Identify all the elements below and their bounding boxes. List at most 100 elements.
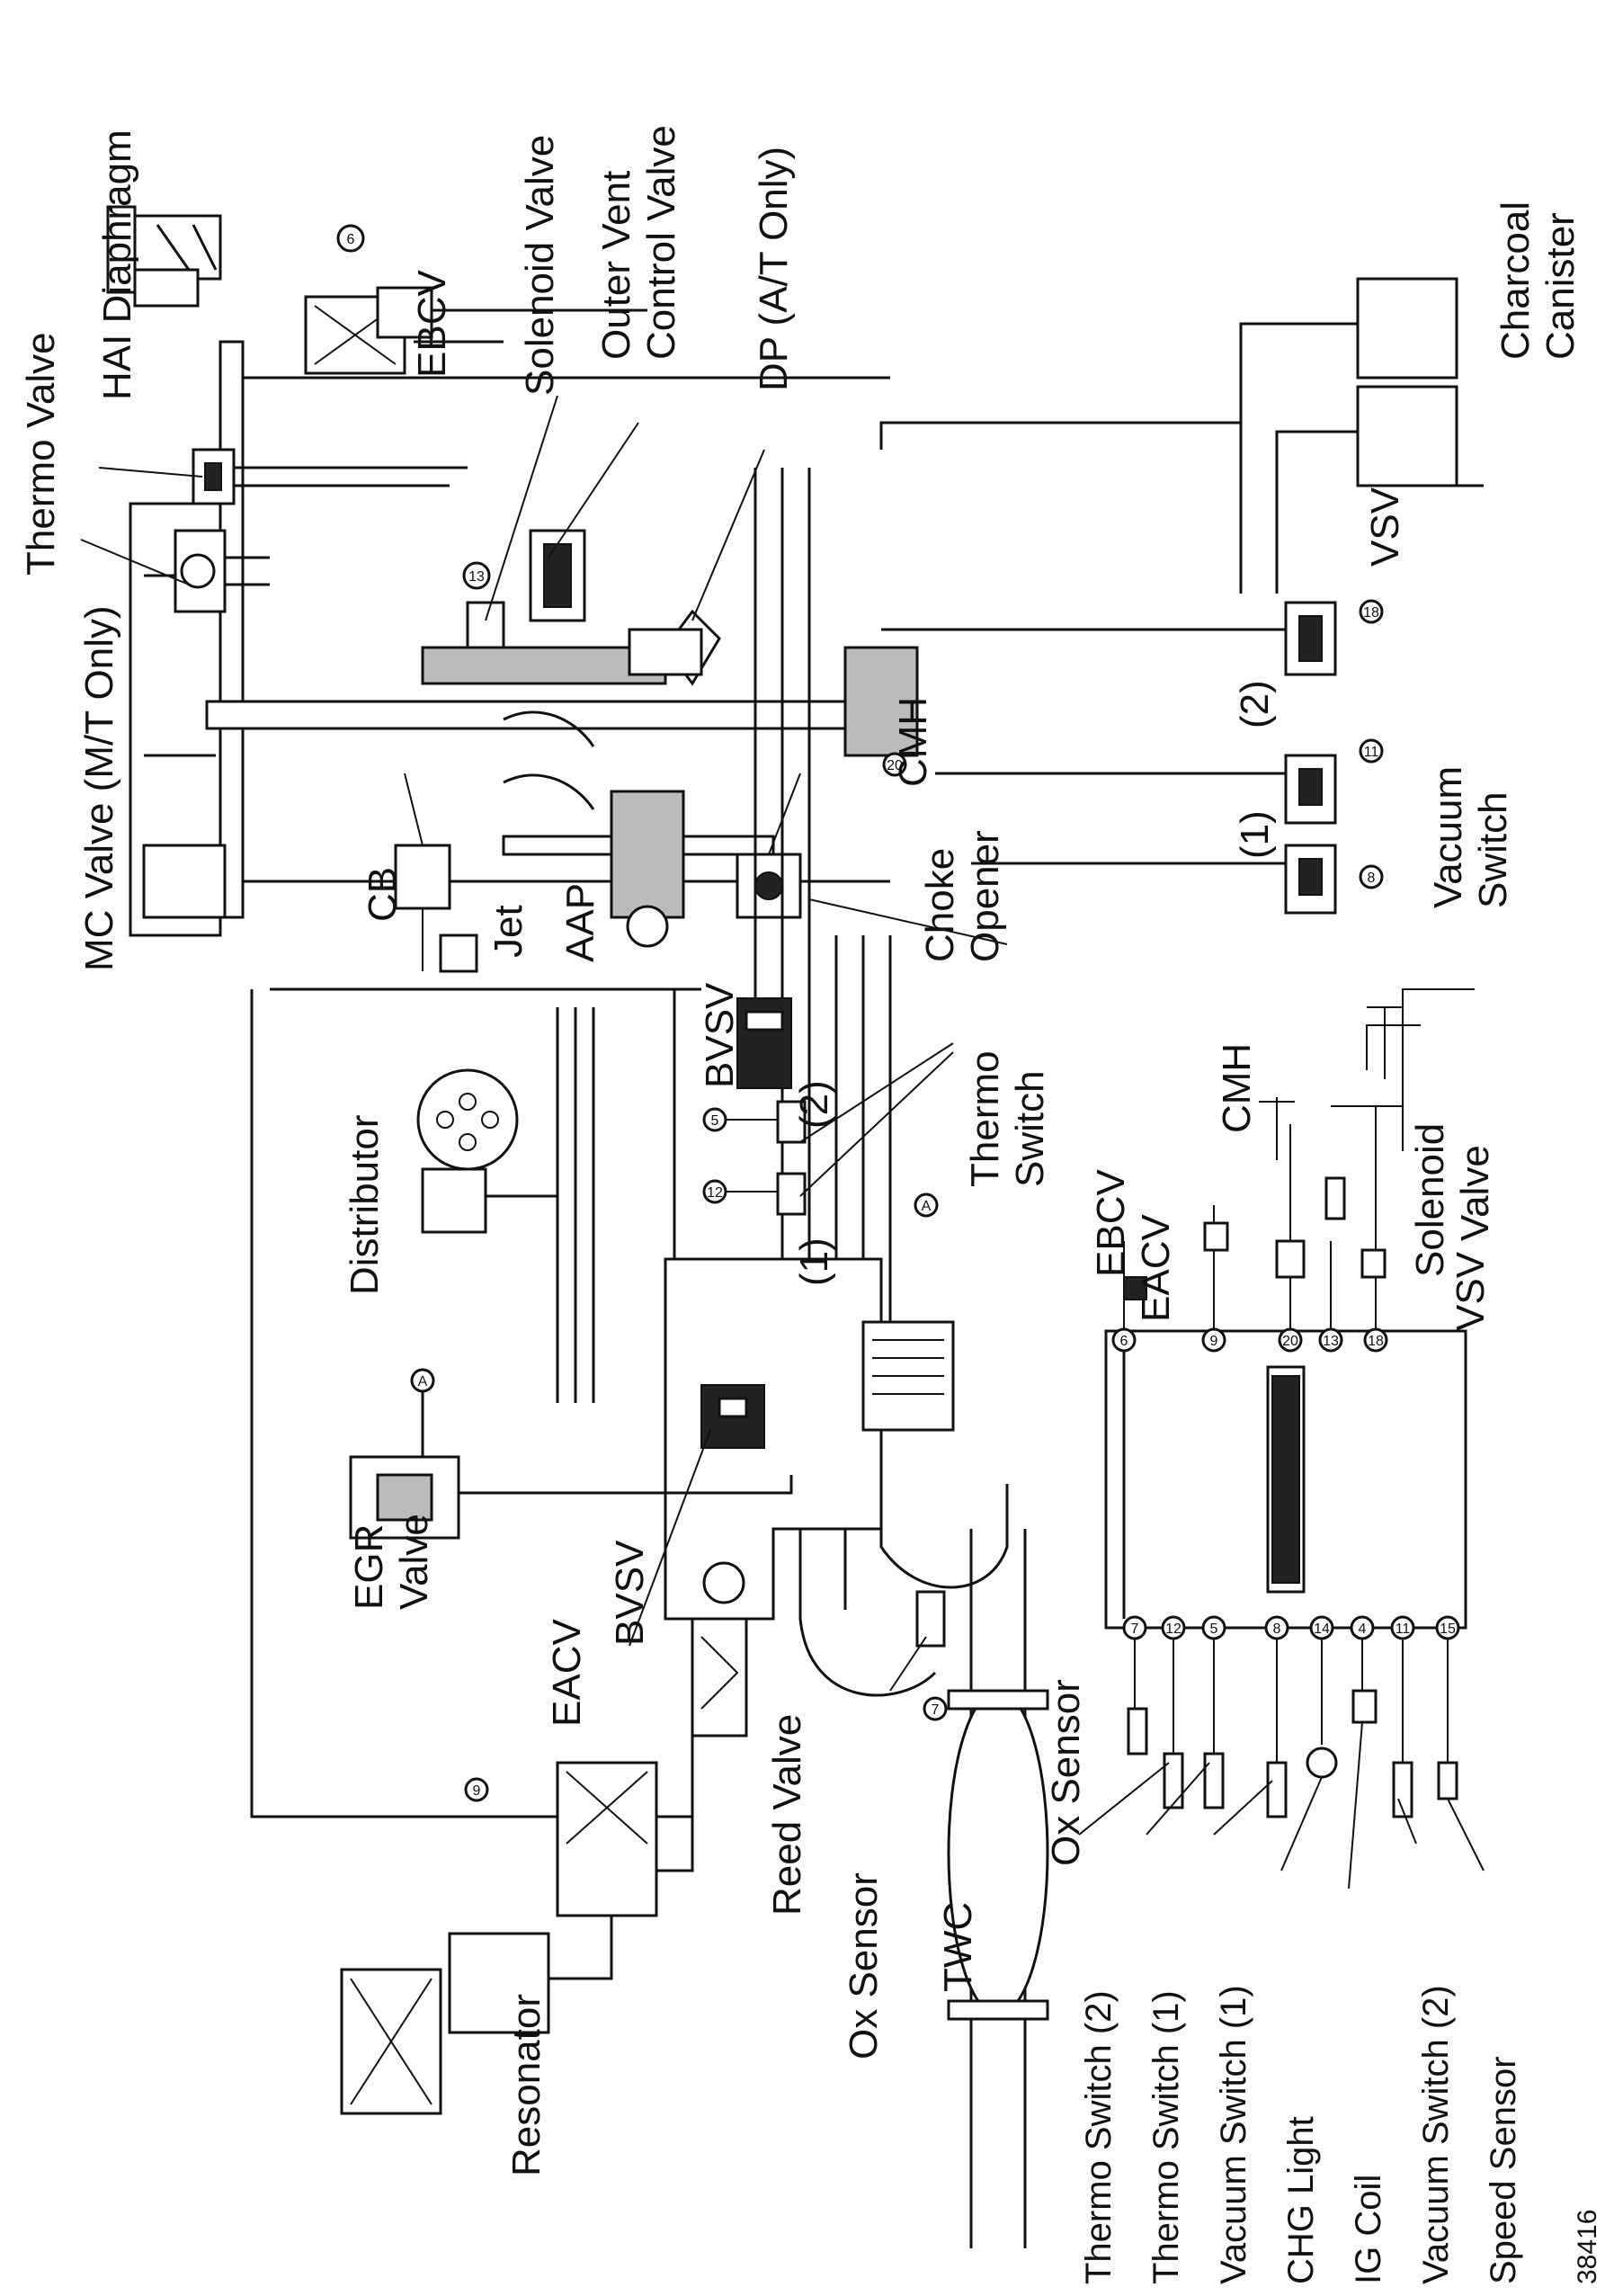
- vacuum-switch-2-number: 11: [1364, 745, 1379, 760]
- bvsv-lower: [700, 1384, 765, 1449]
- label-cb: CB: [361, 867, 405, 922]
- label-eacv-lower: EACV: [545, 1619, 589, 1727]
- thermo-switch-1: 12: [702, 1172, 807, 1216]
- cmh-ecu-symbol: [1275, 1239, 1306, 1279]
- vacuum-switch-1-number: 8: [1368, 871, 1376, 886]
- resonator: [340, 1916, 613, 2115]
- label-vacuum-switch-1: Vacuum: [1426, 766, 1470, 908]
- ecu: [1104, 1329, 1467, 1630]
- cmh: 20: [843, 646, 919, 777]
- engine-block: [664, 1257, 1009, 1621]
- svg-text:5: 5: [1210, 1621, 1218, 1637]
- thermo-valve: [192, 448, 468, 505]
- solenoid-terminal-number: 13: [468, 569, 485, 585]
- bvsv-top: [736, 997, 792, 1089]
- reed-valve: [691, 1561, 748, 1738]
- svg-text:8: 8: [1273, 1621, 1281, 1637]
- label-reed-valve: Reed Valve: [765, 1714, 809, 1916]
- twc: [947, 1689, 1049, 2021]
- figure-number: 38416: [1573, 2210, 1602, 2284]
- legend-vacuum-switch-2: Vacuum Switch (2): [1416, 1985, 1456, 2284]
- label-ebcv-top: EBCV: [410, 270, 454, 378]
- vacuum-switch-2-symbol: [1392, 1761, 1413, 1818]
- label-thermo-switch-1: Thermo: [963, 1050, 1007, 1187]
- label-thermo-valve: Thermo Valve: [19, 332, 63, 576]
- thermo-switch-2-symbol: [1163, 1752, 1184, 1809]
- jet: [439, 934, 478, 973]
- ox-sensor-exhaust: 7: [915, 1590, 948, 1721]
- chg-light-symbol: [1306, 1747, 1338, 1779]
- ox-sensor-terminal-number: 7: [932, 1702, 940, 1718]
- label-bvsv-lower: BVSV: [608, 1540, 652, 1646]
- solenoid-ecu-symbol: [1324, 1176, 1346, 1220]
- label-outer-vent-2: Control Valve: [639, 125, 683, 360]
- label-solenoid-valve-top: Solenoid Valve: [518, 135, 562, 396]
- eacv-ecu-symbol: [1203, 1221, 1229, 1252]
- ecu-top-terminals: 6 9 20 13 18: [1111, 1024, 1421, 1353]
- vacuum-switch-1-symbol: [1266, 1761, 1288, 1818]
- ox-sensor-symbol: [1127, 1707, 1148, 1756]
- legend-thermo-switch-1: Thermo Switch (1): [1146, 1990, 1186, 2284]
- hai-snorkel: [106, 205, 222, 308]
- svg-text:11: 11: [1396, 1621, 1411, 1637]
- label-ox-sensor-right: Ox Sensor: [1044, 1679, 1088, 1866]
- eacv-lower: 9: [464, 1736, 694, 1917]
- component-leader-lines: [80, 395, 1008, 1692]
- speed-sensor-symbol: [1437, 1761, 1458, 1800]
- label-distributor: Distributor: [343, 1115, 387, 1296]
- svg-text:13: 13: [1323, 1334, 1339, 1349]
- svg-text:A: A: [922, 1199, 932, 1214]
- vacuum-switch-2: 11: [935, 738, 1384, 825]
- legend-leader-lines: [1078, 1721, 1485, 1890]
- carburetor-body: [205, 646, 892, 856]
- label-hai-diaphragm: HAI Diaphragm: [95, 130, 139, 400]
- label-charcoal-2: Canister: [1538, 212, 1583, 360]
- label-choke-1: Choke: [918, 848, 962, 962]
- vsv-top: 18: [881, 599, 1384, 676]
- label-vacuum-switch-2: Switch: [1471, 791, 1515, 908]
- ig-coil-symbol: [1351, 1689, 1378, 1724]
- charcoal-canister: [879, 277, 1484, 594]
- legend-speed-sensor: Speed Sensor: [1484, 2056, 1523, 2284]
- label-egr-1: EGR: [347, 1524, 391, 1610]
- label-vsv-ecu: VSV: [1449, 1251, 1493, 1331]
- label-solenoid-ecu-2: Valve: [1453, 1145, 1497, 1241]
- label-twc: TWC: [936, 1902, 980, 1992]
- svg-text:7: 7: [1131, 1621, 1139, 1637]
- egr-valve: A: [349, 1368, 793, 1540]
- ecu-bottom-terminals: 7 12 5 8 14 4 11 15: [1122, 1615, 1460, 1763]
- label-vsv-top: VSV: [1363, 487, 1407, 567]
- legend-ig-coil: IG Coil: [1349, 2175, 1388, 2284]
- label-cmh-top: CMH: [891, 697, 935, 787]
- label-solenoid-ecu-1: Solenoid: [1408, 1123, 1452, 1277]
- cb: [394, 773, 451, 971]
- thermo-switch-1-number: 12: [707, 1185, 723, 1201]
- label-ox-sensor-left: Ox Sensor: [842, 1872, 886, 2059]
- label-aap: AAP: [558, 883, 602, 962]
- svg-text:12: 12: [1165, 1621, 1182, 1637]
- legend-thermo-switch-2: Thermo Switch (2): [1079, 1990, 1119, 2284]
- svg-text:14: 14: [1314, 1621, 1330, 1637]
- label-vs-2: (2): [1233, 680, 1277, 728]
- thermo-switch-2-number: 5: [711, 1113, 719, 1129]
- label-choke-2: Opener: [963, 830, 1007, 962]
- label-dp: DP (A/T Only): [752, 147, 796, 391]
- label-ebcv-ecu: EBCV: [1089, 1169, 1133, 1277]
- label-outer-vent-1: Outer Vent: [594, 171, 638, 360]
- cmh-terminal-number: 20: [887, 758, 903, 773]
- marker-a-right: A: [914, 1193, 939, 1218]
- label-egr-2: Valve: [392, 1514, 436, 1610]
- vacuum-switch-1: 8: [971, 844, 1384, 915]
- svg-text:20: 20: [1282, 1334, 1298, 1349]
- label-ts-2: (2): [792, 1080, 836, 1129]
- svg-text:4: 4: [1359, 1621, 1367, 1637]
- label-mc-valve: MC Valve (M/T Only): [77, 605, 121, 971]
- mc-valve: [174, 529, 270, 613]
- label-thermo-switch-2: Switch: [1008, 1070, 1052, 1187]
- eacv-terminal-number: 9: [473, 1783, 481, 1799]
- ebcv-terminal-number: 6: [347, 232, 355, 247]
- svg-text:18: 18: [1368, 1334, 1384, 1349]
- dp-diaphragm: [628, 609, 721, 686]
- thermo-switch-1-symbol: [1203, 1752, 1225, 1809]
